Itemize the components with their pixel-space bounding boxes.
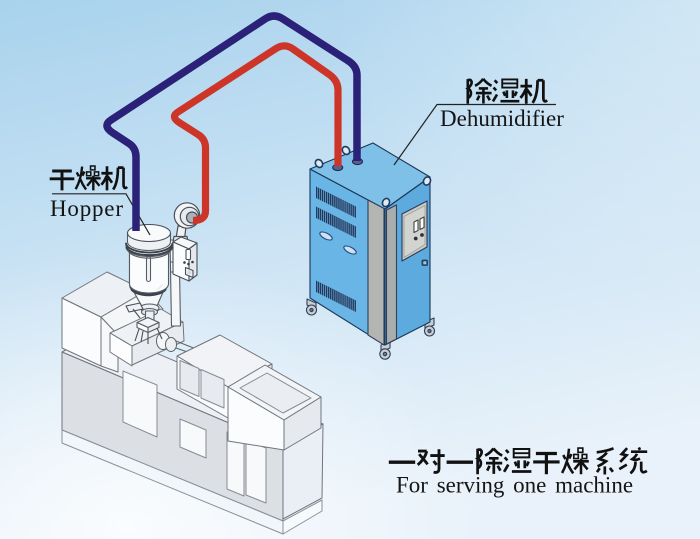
svg-text:Hopper: Hopper — [50, 196, 124, 221]
svg-text:For serving one machine: For serving one machine — [396, 473, 633, 498]
svg-text:Dehumidifier: Dehumidifier — [440, 106, 564, 131]
